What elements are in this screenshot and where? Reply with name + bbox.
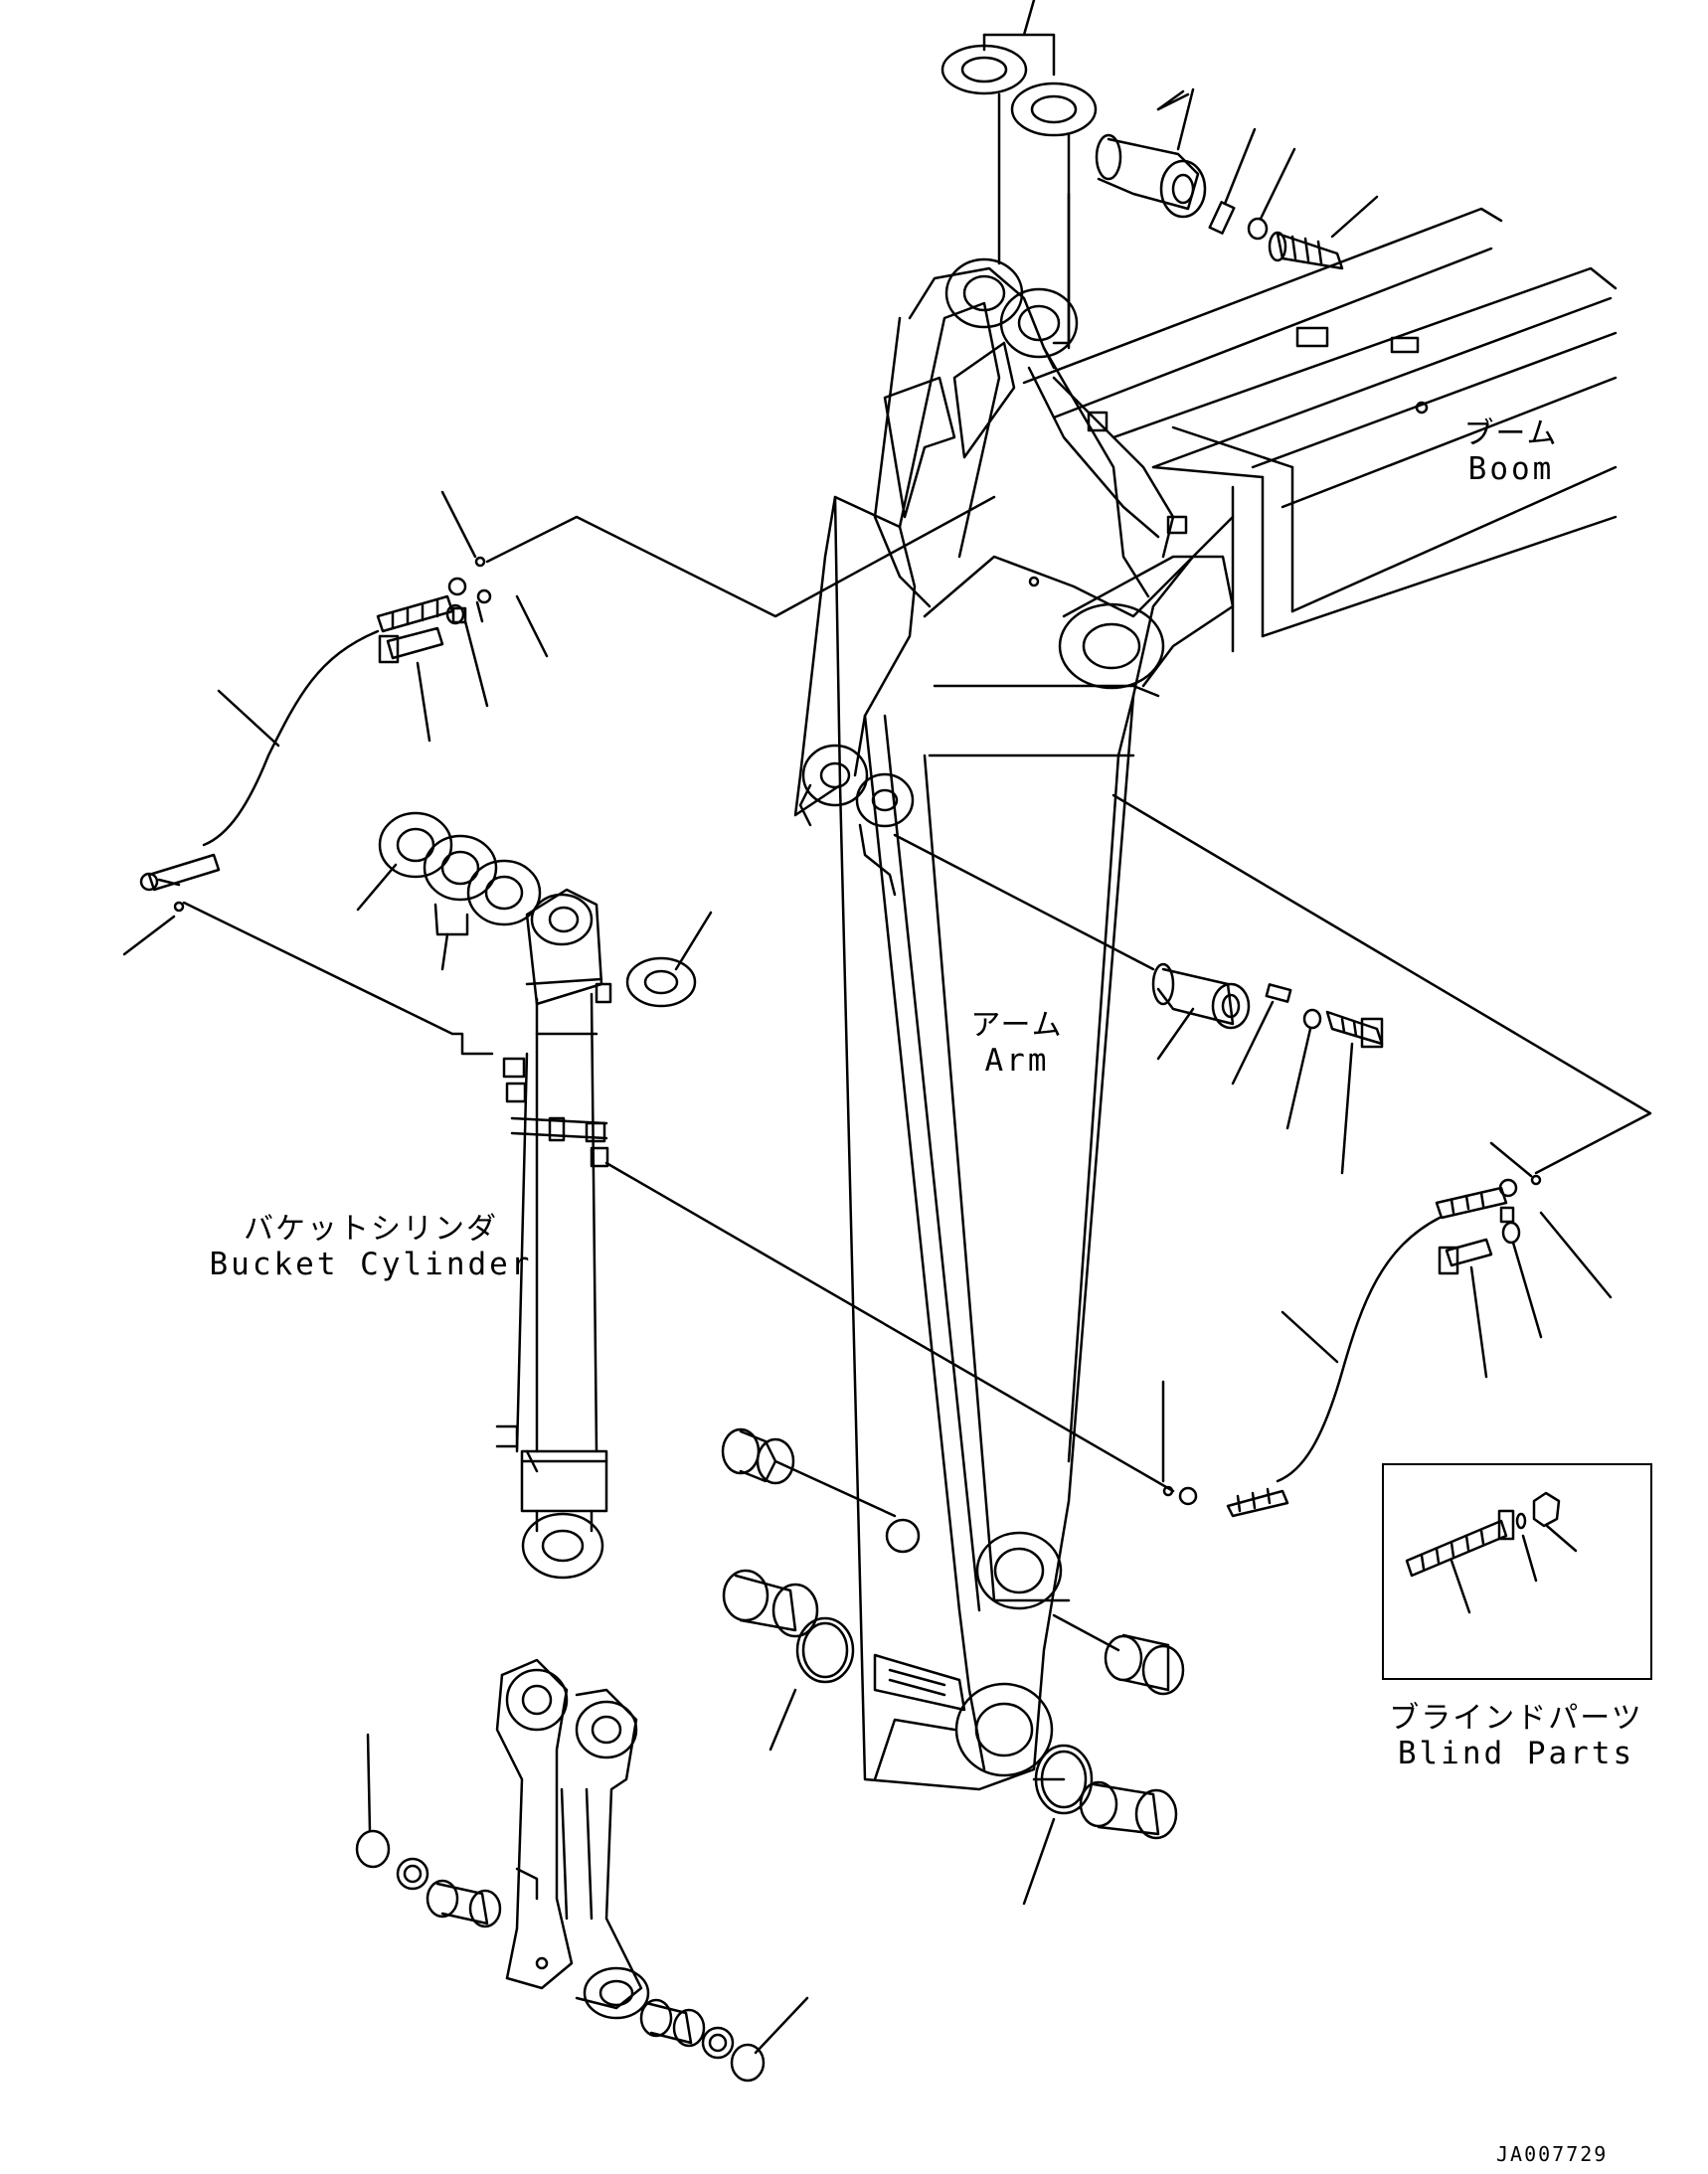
bucket-cylinder-label: バケットシリンダ Bucket Cylinder	[207, 1212, 535, 1282]
bushings	[723, 1429, 1183, 1904]
blind-parts-label-en: Blind Parts	[1397, 1735, 1635, 1771]
left-grease-hose	[124, 492, 994, 1054]
bucket-cylinder-label-en: Bucket Cylinder	[209, 1246, 533, 1282]
arm-structure	[795, 259, 1233, 1789]
boom-structure	[1024, 209, 1616, 651]
bucket-cylinder-label-jp: バケットシリンダ	[244, 1212, 498, 1247]
bucket-cylinder	[358, 813, 711, 1578]
arm-label-jp: アーム	[970, 1008, 1064, 1043]
top-pin-assembly	[942, 0, 1377, 348]
boom-label-jp: ブーム	[1463, 417, 1559, 451]
blind-parts-label-jp: ブラインドパーツ	[1389, 1701, 1643, 1736]
blind-parts-box	[1382, 1463, 1652, 1680]
blind-parts-icon	[1407, 1493, 1576, 1612]
arm-label: アーム Arm	[913, 1008, 1121, 1079]
arm-label-en: Arm	[984, 1042, 1050, 1079]
bucket-link	[357, 1660, 807, 2081]
boom-label: ブーム Boom	[1412, 417, 1611, 487]
drawing-id: JA007729	[1496, 2142, 1609, 2166]
boom-label-en: Boom	[1467, 450, 1555, 487]
right-pin-assembly	[606, 795, 1650, 1516]
blind-parts-label: ブラインドパーツ Blind Parts	[1372, 1701, 1660, 1771]
